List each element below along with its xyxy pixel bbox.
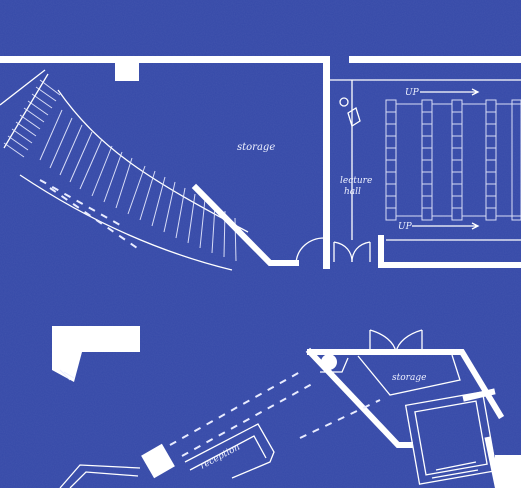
up-label-bottom: UP [398, 222, 413, 232]
top-exterior-wall [0, 56, 521, 269]
desk-icon [347, 107, 361, 127]
lecture-seating [385, 99, 521, 221]
lecture-hall: UP UP lecture hall [330, 79, 521, 268]
curved-staircase [0, 69, 249, 271]
fixture-icon [321, 354, 337, 370]
lecture-hall-doors [333, 241, 371, 263]
up-arrow-top [420, 88, 480, 96]
room-label-storage-top: storage [237, 142, 275, 153]
room-label-hall: hall [344, 187, 361, 197]
room-label-storage-bottom: storage [392, 373, 426, 383]
up-arrow-bottom [412, 222, 480, 230]
up-label-top: UP [405, 88, 420, 98]
top-pillar [115, 62, 139, 81]
left-room-walls [191, 183, 325, 266]
freestanding-block [52, 326, 140, 382]
room-label-lecture: lecture [340, 176, 372, 186]
lectern-icon [339, 97, 349, 107]
storage-doors [369, 329, 423, 353]
